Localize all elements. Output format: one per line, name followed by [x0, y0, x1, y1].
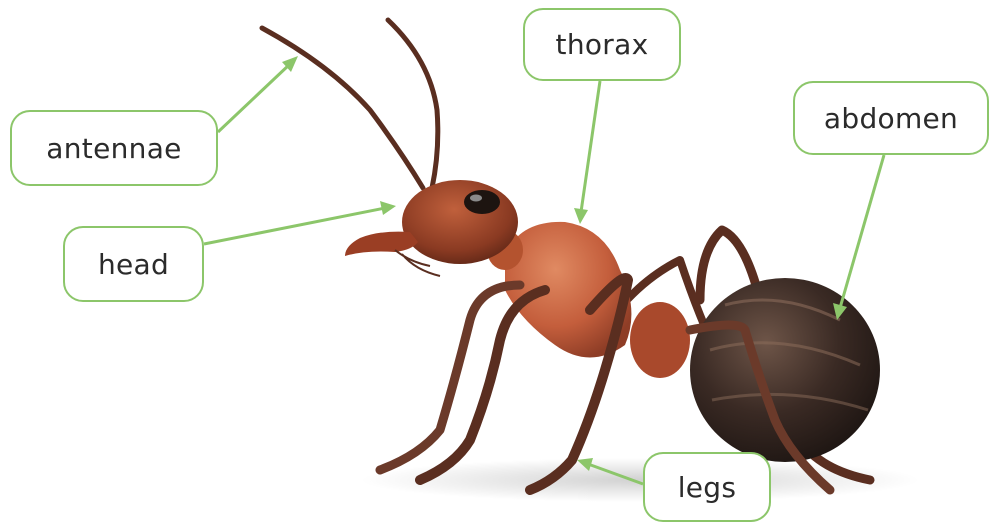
- label-antennae: antennae: [10, 110, 218, 186]
- label-thorax: thorax: [523, 8, 681, 81]
- label-abdomen: abdomen: [793, 81, 989, 155]
- pointer-thorax: [574, 81, 600, 224]
- antenna-right: [388, 20, 438, 188]
- mandible: [345, 232, 418, 256]
- eye: [464, 190, 500, 214]
- pointer-abdomen: [833, 155, 884, 320]
- leg-front-far: [380, 285, 520, 470]
- head: [402, 180, 518, 264]
- petiole: [630, 302, 690, 378]
- label-legs: legs: [643, 452, 771, 522]
- eye-highlight: [470, 195, 482, 202]
- antenna-left: [262, 28, 423, 188]
- label-head: head: [63, 226, 204, 302]
- pointer-antennae: [218, 56, 298, 132]
